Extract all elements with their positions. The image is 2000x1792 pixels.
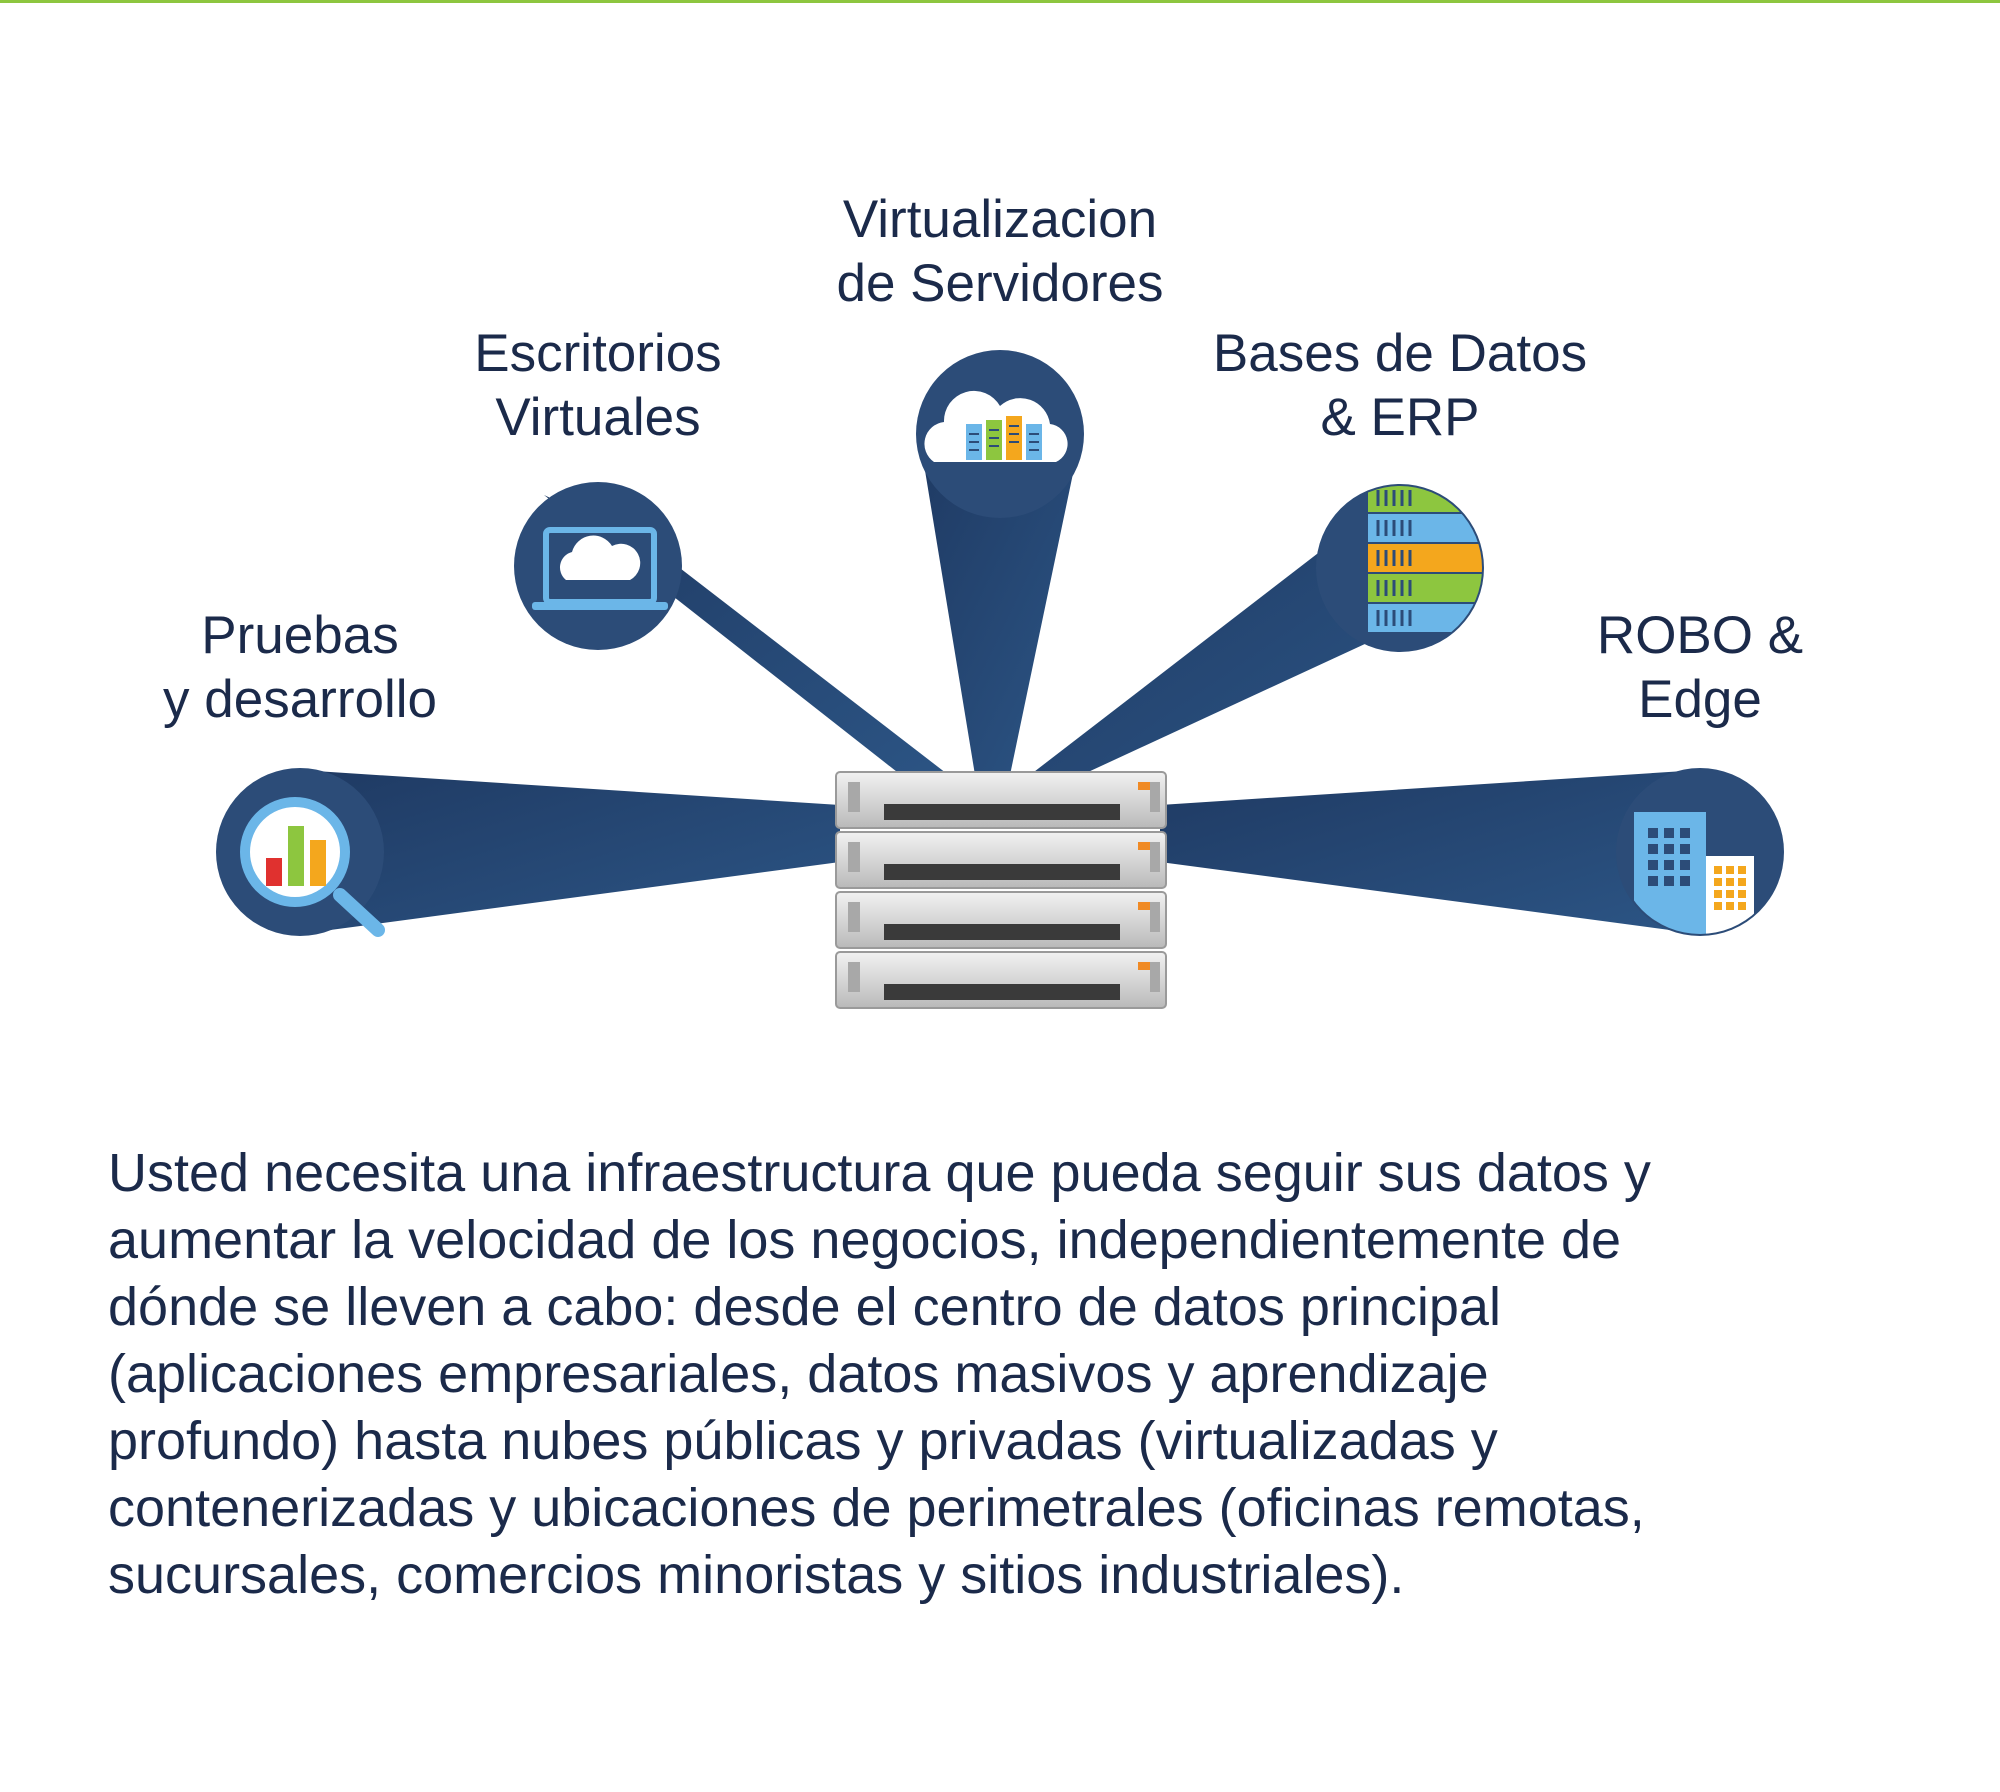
server-unit: [835, 771, 1167, 829]
body-line: contenerizadas y ubicaciones de perimetr…: [108, 1478, 1645, 1538]
workloads-diagram: [216, 350, 1784, 1009]
label-escritorios: Escritorios Virtuales: [474, 324, 722, 447]
body-line: Usted necesita una infraestructura que p…: [108, 1143, 1651, 1203]
label-robo: ROBO & Edge: [1596, 606, 1804, 729]
beam-virtualizacion: [920, 440, 1080, 775]
server-unit: [835, 951, 1167, 1009]
office-buildings-icon: [1634, 812, 1754, 934]
cloud-servers-icon: [924, 390, 1068, 462]
label-pruebas: Pruebas y desarrollo: [163, 606, 437, 729]
beam-pruebas: [300, 770, 840, 934]
circle-virtualizacion: [916, 350, 1084, 518]
body-line: (aplicaciones empresariales, datos masiv…: [108, 1344, 1489, 1404]
server-unit: [835, 891, 1167, 949]
label-virtualizacion: Virtualizacion de Servidores: [836, 190, 1164, 313]
laptop-cloud-icon: [532, 527, 668, 610]
body-line: dónde se lleven a cabo: desde el centro …: [108, 1277, 1501, 1337]
circle-escritorios: [514, 482, 682, 650]
body-line: profundo) hasta nubes públicas y privada…: [108, 1411, 1498, 1471]
database-stack-icon: [1368, 486, 1482, 632]
circle-bases: [1316, 484, 1484, 652]
body-paragraph: Usted necesita una infraestructura que p…: [108, 1140, 1948, 1609]
circle-pruebas: [216, 768, 385, 937]
body-line: sucursales, comercios minoristas y sitio…: [108, 1545, 1405, 1605]
beam-robo: [1160, 770, 1700, 934]
analytics-magnifier-icon: [240, 797, 385, 937]
server-rack-icon: [835, 771, 1167, 1009]
circle-robo: [1616, 768, 1784, 936]
server-unit: [835, 831, 1167, 889]
label-bases: Bases de Datos & ERP: [1212, 324, 1588, 447]
top-accent-rule: [0, 0, 2000, 3]
body-line: aumentar la velocidad de los negocios, i…: [108, 1210, 1622, 1270]
